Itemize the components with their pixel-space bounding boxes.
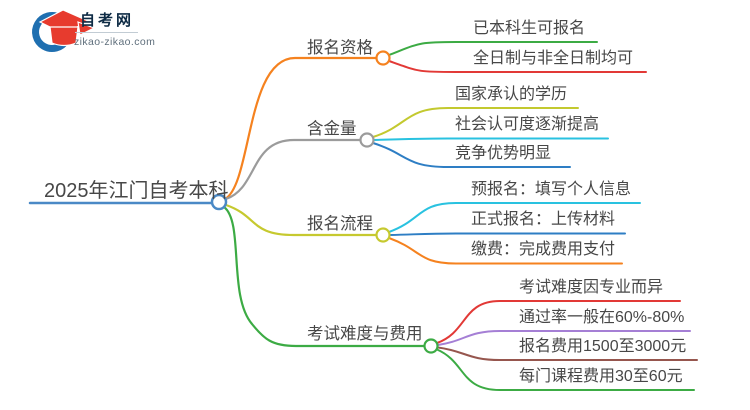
edge-branch4-child4 xyxy=(436,348,695,391)
edge-branch1-child1 xyxy=(388,41,598,56)
branch2-child2-label[interactable]: 社会认可度逐渐提高 xyxy=(455,116,600,133)
root-node-label[interactable]: 2025年江门自考本科 xyxy=(44,180,229,202)
branch4-node-toggle[interactable] xyxy=(423,338,439,354)
edge-root-branch1 xyxy=(223,56,378,201)
edge-root-branch3 xyxy=(224,203,378,237)
edge-root-branch2 xyxy=(224,138,362,201)
branch2-node-toggle[interactable] xyxy=(359,132,375,148)
branch2-child3-label[interactable]: 竞争优势明显 xyxy=(455,145,552,162)
edge-branch1-child2 xyxy=(388,60,647,73)
branch4-child3-label[interactable]: 报名费用1500至3000元 xyxy=(519,338,687,355)
branch4-child4-label[interactable]: 每门课程费用30至60元 xyxy=(519,368,683,385)
branch1-child1-label[interactable]: 已本科生可报名 xyxy=(473,20,586,37)
branch4-child1-label[interactable]: 考试难度因专业而异 xyxy=(519,279,664,296)
branch1-label[interactable]: 报名资格 xyxy=(307,39,373,57)
branch3-node-toggle[interactable] xyxy=(375,227,391,243)
branch2-label[interactable]: 含金量 xyxy=(307,120,357,138)
edge-branch3-child1 xyxy=(388,202,641,233)
edge-branch3-child3 xyxy=(388,237,623,265)
edge-branch4-child1 xyxy=(436,300,681,344)
graduation-cap-logo-icon xyxy=(32,9,96,52)
edge-branch2-child1 xyxy=(372,107,579,138)
logo-divider xyxy=(75,32,138,33)
branch3-child2-label[interactable]: 正式报名：上传材料 xyxy=(471,211,616,228)
root-node-toggle[interactable] xyxy=(210,193,228,211)
branch1-node-toggle[interactable] xyxy=(375,50,391,66)
edge-branch3-child2 xyxy=(389,232,626,236)
edge-root-branch4 xyxy=(222,205,426,348)
edge-branch2-child2 xyxy=(373,137,609,141)
edge-branch4-child2 xyxy=(437,330,691,346)
branch4-label[interactable]: 考试难度与费用 xyxy=(307,325,423,343)
logo-title: 自考网 xyxy=(80,12,135,29)
edge-branch2-child3 xyxy=(372,142,571,168)
branch3-child1-label[interactable]: 预报名：填写个人信息 xyxy=(471,181,632,198)
edge-branch4-child3 xyxy=(437,346,698,361)
branch1-child2-label[interactable]: 全日制与非全日制均可 xyxy=(473,50,634,67)
branch2-child1-label[interactable]: 国家承认的学历 xyxy=(455,86,568,103)
branch3-child3-label[interactable]: 缴费：完成费用支付 xyxy=(471,241,616,258)
branch3-label[interactable]: 报名流程 xyxy=(307,215,373,233)
site-logo: 自考网 zikao-zikao.com xyxy=(28,5,178,57)
logo-domain-text: zikao-zikao.com xyxy=(74,36,156,48)
branch4-child2-label[interactable]: 通过率一般在60%-80% xyxy=(519,309,685,326)
